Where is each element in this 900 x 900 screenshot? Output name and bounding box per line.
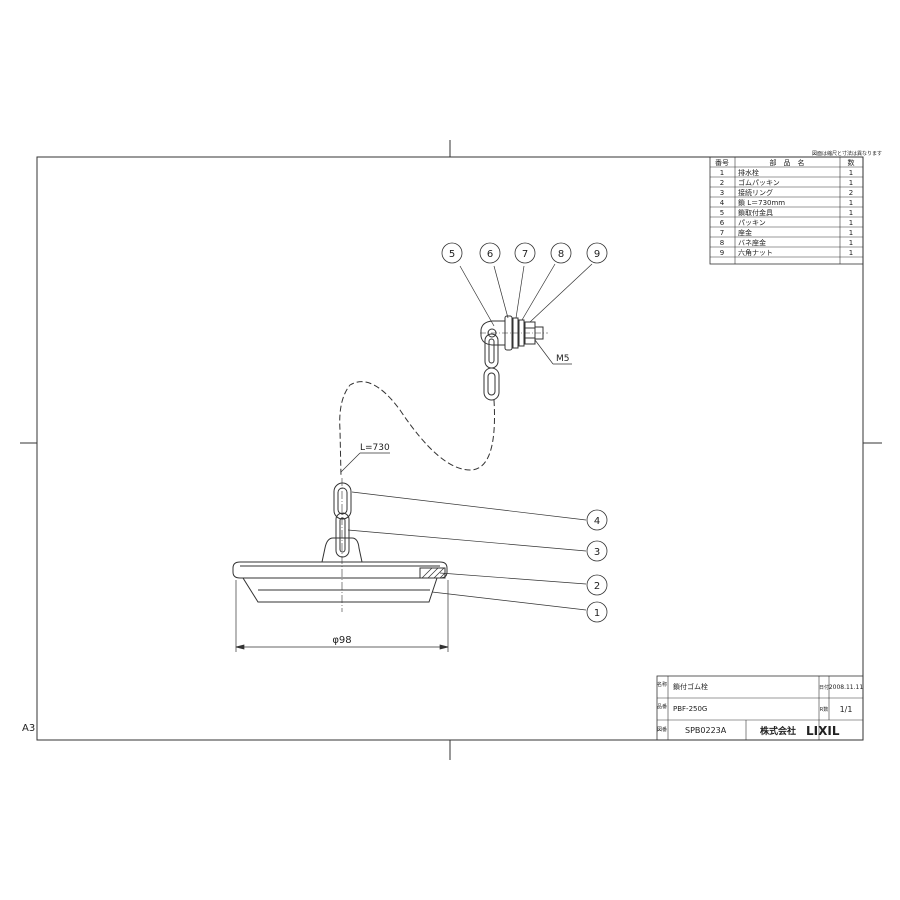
chain-length-leader [340, 452, 390, 473]
table-row-name: 六角ナット [738, 248, 773, 257]
table-note: 図面は縮尺と寸法は異なります [812, 150, 882, 157]
name-label: 名称 [657, 681, 667, 688]
callout-bubbles: 1 2 3 4 5 6 7 8 [441, 242, 608, 623]
callout-leaders [347, 263, 593, 611]
table-row-qty: 2 [849, 189, 853, 197]
drawing-no: SPB0223A [685, 726, 727, 735]
table-row-no: 8 [720, 239, 724, 247]
table-row-no: 4 [720, 199, 725, 207]
table-row-name: 鎖取付金具 [738, 208, 773, 217]
callout-6: 6 [479, 242, 501, 264]
sheet-size-label: A3 [22, 723, 35, 734]
table-row-no: 2 [720, 179, 724, 187]
table-row-qty: 1 [849, 239, 853, 247]
company-logo: LIXIL [806, 724, 840, 738]
table-row-name: バネ座金 [738, 238, 766, 247]
callout-4: 4 [586, 509, 608, 531]
table-row-name: 鎖 L＝730mm [738, 198, 785, 207]
table-header-name: 部 品 名 [770, 158, 805, 167]
table-row-qty: 1 [849, 249, 853, 257]
callout-5: 5 [441, 242, 463, 264]
product-name: 鎖付ゴム栓 [673, 682, 708, 691]
table-row-no: 7 [720, 229, 724, 237]
thread-leader [534, 339, 572, 365]
parts-table: 図面は縮尺と寸法は異なります 番号 部 品 名 数 1 排水栓 1 2 ゴムパッ… [709, 150, 882, 265]
mounting-bracket-assembly [480, 315, 548, 401]
part-no-label: 品番 [657, 703, 667, 710]
packing-hatch [421, 567, 446, 579]
svg-text:7: 7 [522, 249, 528, 260]
table-row-name: 座金 [738, 228, 752, 237]
part-no: PBF-250G [673, 705, 707, 713]
drain-plug-assembly [232, 478, 448, 612]
svg-text:9: 9 [594, 249, 600, 260]
table-header-no: 番号 [715, 159, 729, 167]
table-row-qty: 1 [849, 209, 853, 217]
thread-label: M5 [556, 354, 570, 364]
callout-2: 2 [586, 574, 608, 596]
company-prefix: 株式会社 [760, 725, 796, 737]
table-row-name: 接続リング [738, 188, 773, 197]
table-row-no: 5 [720, 209, 724, 217]
callout-3: 3 [586, 540, 608, 562]
title-block: 名称 品番 図番 鎖付ゴム栓 PBF-250G SPB0223A 日付 R数 2… [656, 675, 864, 741]
table-row-no: 9 [720, 249, 724, 257]
svg-text:8: 8 [558, 249, 564, 260]
callout-1: 1 [586, 601, 608, 623]
svg-text:6: 6 [487, 249, 493, 260]
diameter-dimension [235, 580, 449, 652]
svg-text:4: 4 [594, 516, 600, 527]
svg-text:5: 5 [449, 249, 455, 260]
center-marks [20, 140, 882, 760]
chain-line [339, 381, 495, 477]
callout-9: 9 [586, 242, 608, 264]
callout-8: 8 [550, 242, 572, 264]
table-row-name: 排水栓 [738, 168, 759, 177]
page-label: R数 [820, 706, 828, 713]
drawing-no-label: 図番 [657, 726, 667, 733]
table-row-qty: 1 [849, 199, 853, 207]
table-row-qty: 1 [849, 229, 853, 237]
date-value: 2008.11.11 [829, 684, 864, 691]
table-row-no: 1 [720, 169, 724, 177]
table-row-qty: 1 [849, 219, 853, 227]
page-value: 1/1 [840, 705, 853, 714]
diameter-label: φ98 [332, 635, 351, 646]
svg-text:2: 2 [594, 581, 600, 592]
chain-length-label: L=730 [360, 443, 390, 453]
date-label: 日付 [819, 684, 829, 691]
table-row-qty: 1 [849, 169, 853, 177]
table-row-name: パッキン [738, 219, 766, 227]
table-header-qty: 数 [848, 158, 855, 167]
table-row-name: ゴムパッキン [738, 178, 780, 187]
svg-text:1: 1 [594, 608, 600, 619]
callout-7: 7 [514, 242, 536, 264]
svg-text:3: 3 [594, 547, 600, 558]
table-row-qty: 1 [849, 179, 853, 187]
table-row-no: 3 [720, 189, 724, 197]
table-row-no: 6 [720, 219, 725, 227]
